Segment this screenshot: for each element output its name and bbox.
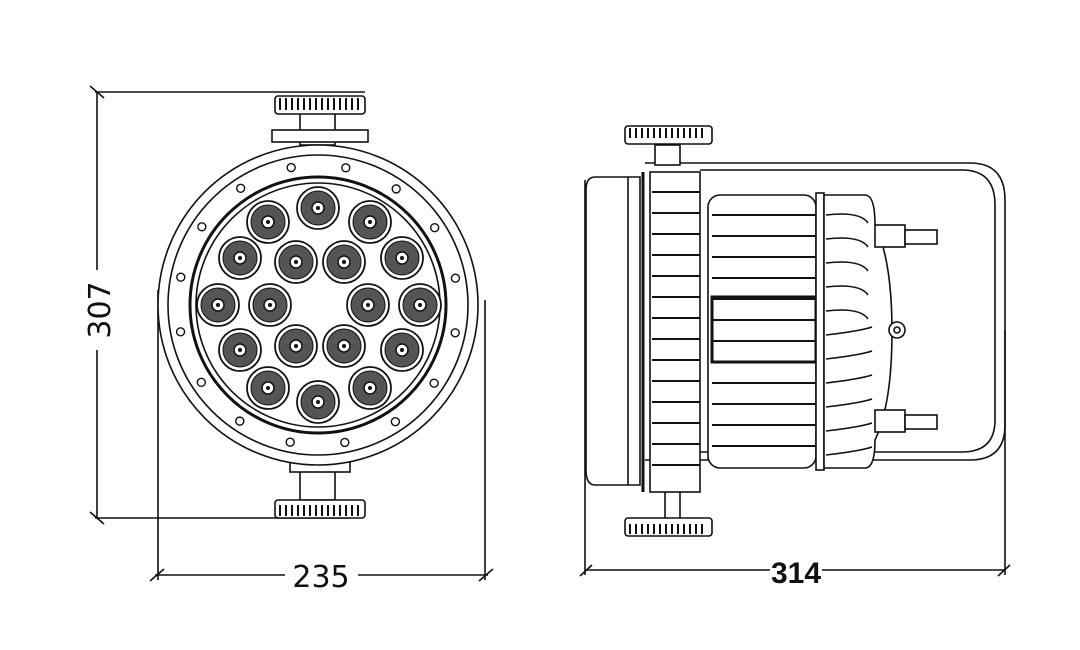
screw [390,416,401,427]
screw [429,378,439,388]
height-dimension: 307 [83,85,365,525]
led-center [400,348,404,352]
power-connector-top [874,224,938,248]
bezel-screws [175,162,461,448]
power-connector-bottom [874,409,938,433]
cover-rib [825,285,869,296]
lens-ring [188,175,448,435]
width-label: 235 [292,560,349,595]
cover-rib [825,213,869,224]
screw [196,377,207,388]
cover-rib [825,374,873,384]
screw [391,184,401,194]
led-center [342,260,346,264]
led-center [366,303,370,307]
screw [175,327,186,337]
mounting-bracket [645,162,1006,461]
led-center [268,303,272,307]
screw [340,437,350,448]
cover-rib [825,261,869,272]
side-view: 314 [579,125,1011,590]
safety-eyelet [888,321,906,339]
cover-rib [825,309,869,320]
screw [450,273,461,283]
led-center [342,344,346,348]
bottom-knob [274,461,366,519]
side-bottom-knob [624,517,713,537]
depth-label: 314 [771,557,821,590]
housing-outer [157,144,479,466]
cover-rib [825,398,873,408]
led-array [196,186,442,424]
led-center [368,386,372,390]
led-center [400,256,404,260]
led-center [418,303,422,307]
cover-rib [825,446,873,456]
cover-rib [825,237,869,248]
cover-rib [825,350,873,360]
screw [450,328,460,338]
front-bezel [585,176,641,486]
screw [341,163,351,173]
side-top-knob [624,125,713,145]
screw [429,222,440,233]
screw [235,183,246,194]
cover-rib [825,326,873,336]
width-dimension: 235 [149,290,494,595]
height-label: 307 [83,281,118,338]
screw [235,416,245,426]
led-center [266,386,270,390]
led-center [368,220,372,224]
led-center [216,303,220,307]
led-center [316,400,320,404]
led-center [238,256,242,260]
led-center [266,220,270,224]
front-view: 307 235 [83,85,494,595]
led-center [294,344,298,348]
screw [286,162,296,173]
led-center [238,348,242,352]
screw [197,222,207,232]
screw [176,272,186,282]
front-heatsink [649,171,701,493]
led-center [316,206,320,210]
led-center [294,260,298,264]
top-knob [271,95,369,146]
cover-rib [825,422,873,432]
screw [285,437,295,447]
